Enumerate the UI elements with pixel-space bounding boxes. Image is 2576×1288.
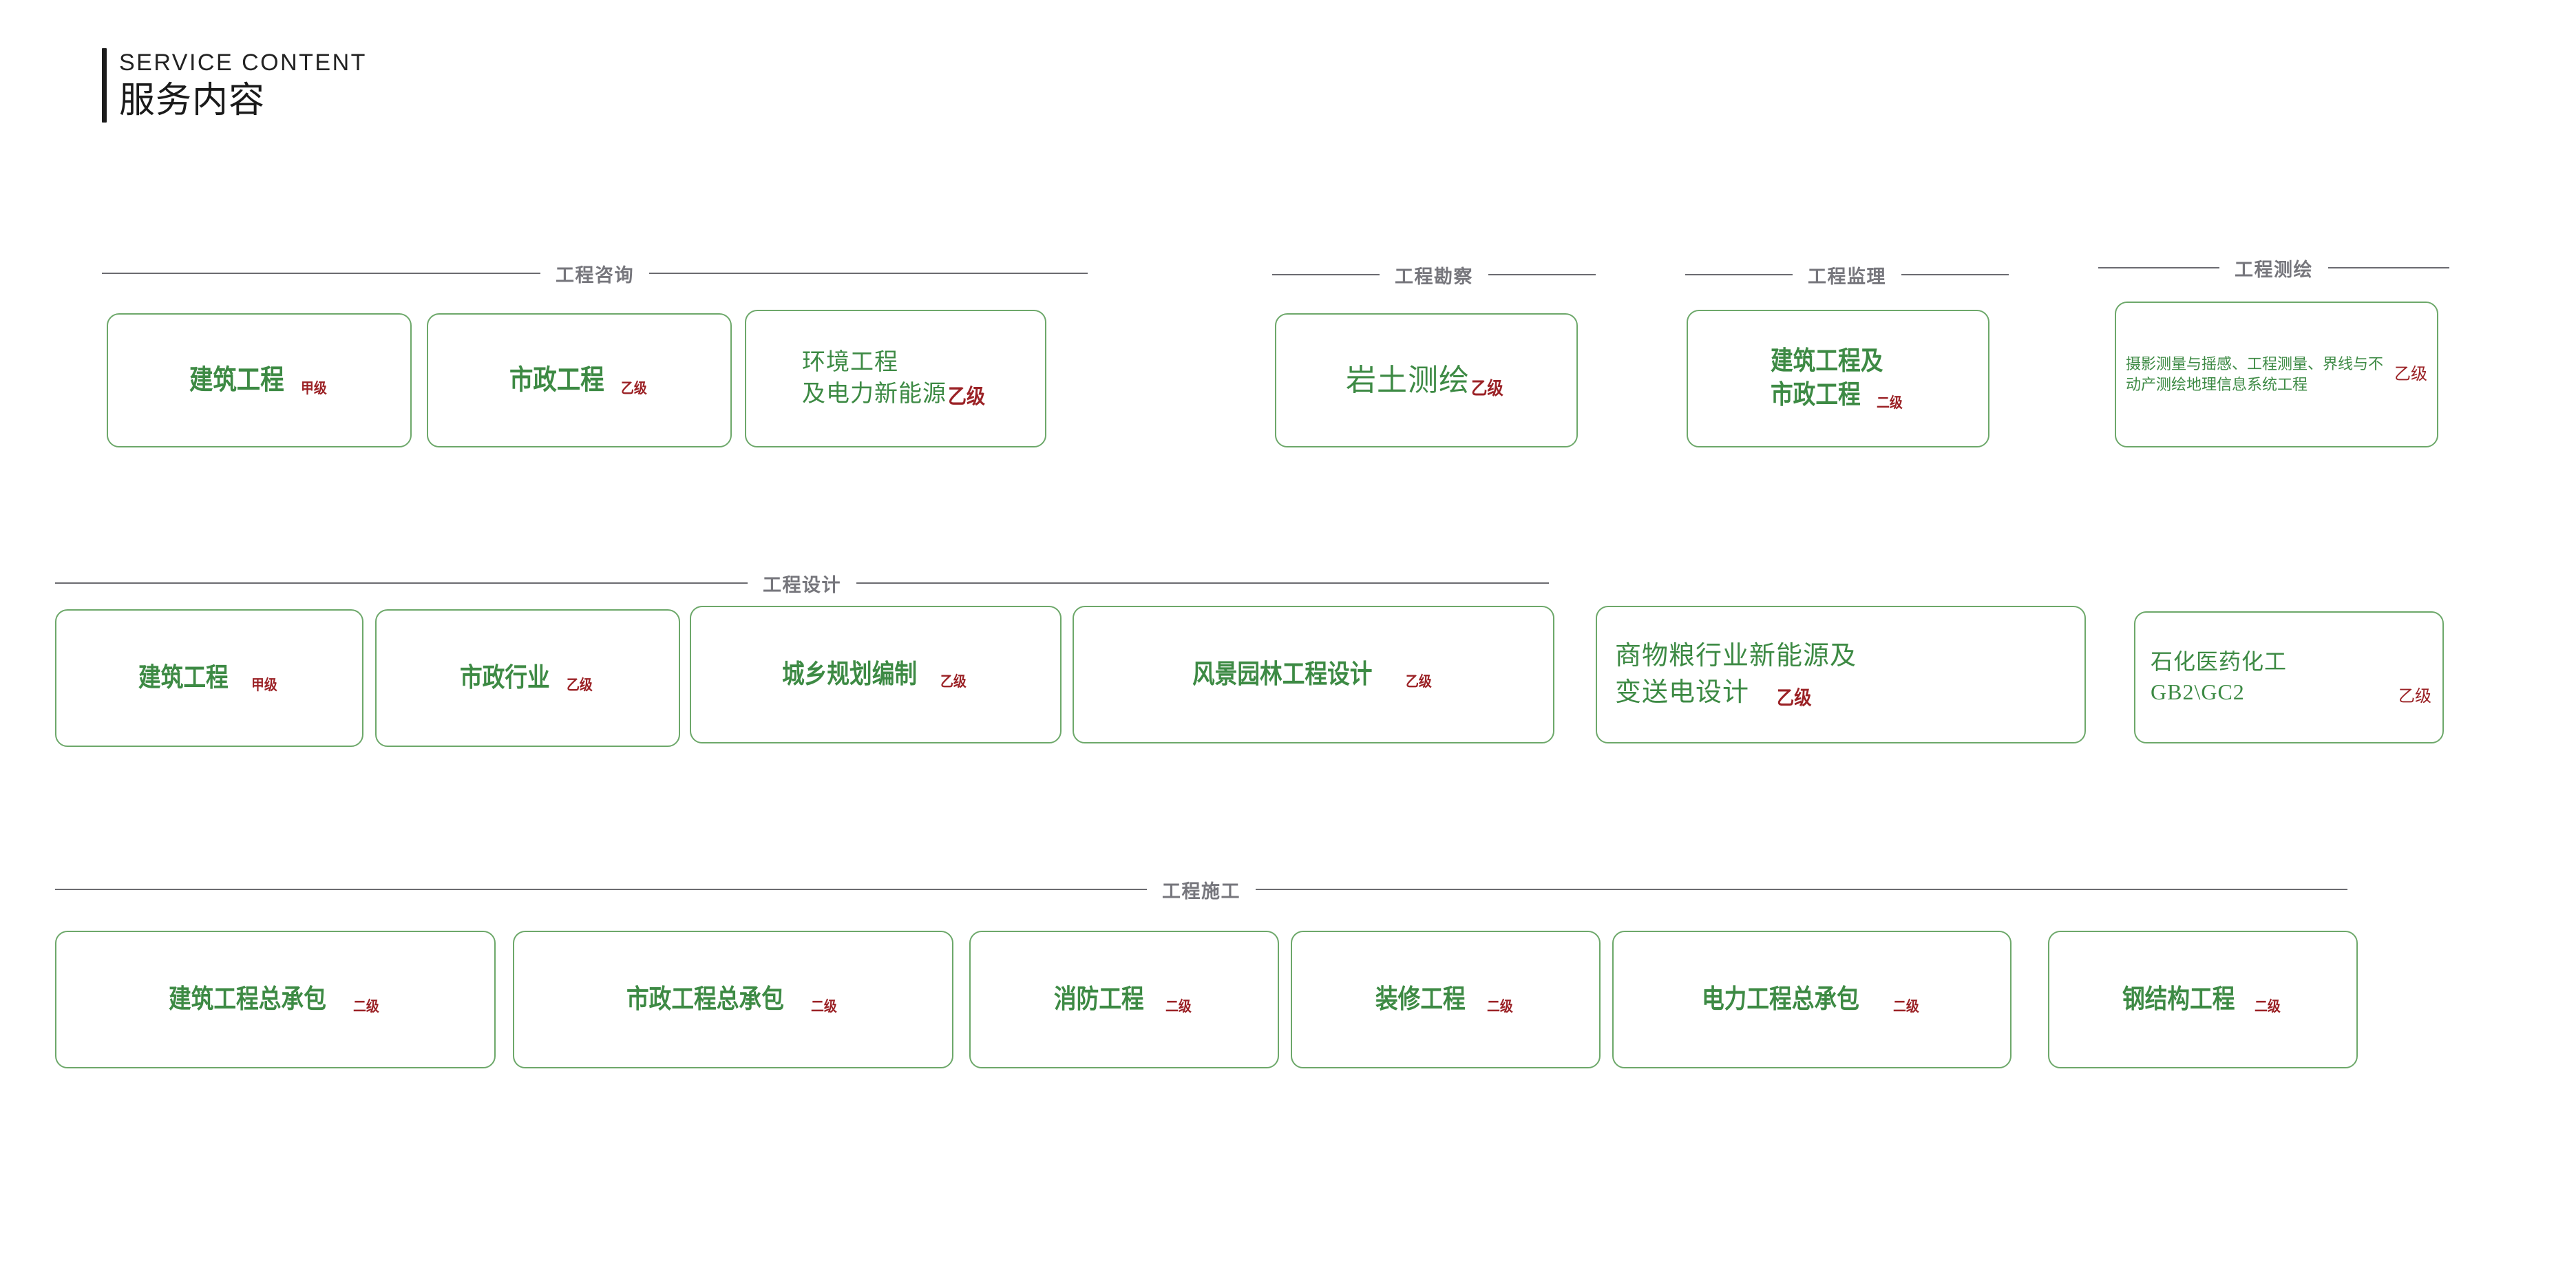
card-engineering-construction-1[interactable]: 建筑工程总承包 二级 (55, 931, 496, 1068)
card-grade-badge: 二级 (353, 999, 379, 1015)
card-engineering-survey-1[interactable]: 岩土测绘 乙级 (1275, 313, 1578, 447)
section-header-engineering-construction: 工程施工 (55, 878, 2347, 902)
card-title: 电力工程总承包 (1701, 984, 1859, 1014)
card-grade-badge: 二级 (1877, 394, 1903, 411)
card-title: 市政行业 (460, 663, 551, 693)
card-engineering-construction-4[interactable]: 装修工程 二级 (1291, 931, 1601, 1068)
section-label-engineering-consulting: 工程咨询 (556, 264, 634, 286)
divider-line-right (649, 273, 1088, 274)
header-text-block: SERVICE CONTENT 服务内容 (119, 48, 367, 123)
card-engineering-design-1[interactable]: 建筑工程 甲级 (55, 609, 363, 747)
page-title-english: SERVICE CONTENT (119, 50, 367, 76)
card-engineering-design-6[interactable]: 石化医药化工 GB2\GC2 乙级 (2134, 611, 2444, 743)
section-label-engineering-supervision: 工程监理 (1808, 266, 1886, 287)
divider-line-left (2098, 267, 2219, 268)
card-title-line1: 建筑工程及 (1770, 347, 1883, 377)
divider-line-right (856, 582, 1549, 584)
card-engineering-construction-5[interactable]: 电力工程总承包 二级 (1612, 931, 2012, 1068)
card-title-line1: 环境工程 (802, 349, 898, 375)
divider-line-left (1272, 274, 1380, 275)
card-grade-badge: 乙级 (948, 386, 985, 409)
card-engineering-design-3[interactable]: 城乡规划编制 乙级 (690, 606, 1062, 743)
page-title-chinese: 服务内容 (119, 80, 266, 120)
card-grade-badge: 二级 (2255, 999, 2281, 1015)
card-engineering-construction-6[interactable]: 钢结构工程 二级 (2048, 931, 2358, 1068)
card-engineering-construction-3[interactable]: 消防工程 二级 (969, 931, 1279, 1068)
divider-line-left (55, 582, 748, 584)
card-title-line1: 商物粮行业新能源及 (1615, 642, 1857, 671)
section-header-engineering-design: 工程设计 (55, 571, 1549, 595)
card-engineering-consulting-2[interactable]: 市政工程 乙级 (427, 313, 732, 447)
card-grade-badge: 乙级 (566, 677, 593, 694)
section-label-engineering-construction: 工程施工 (1162, 880, 1241, 902)
card-grade-badge: 乙级 (940, 674, 967, 690)
card-title: 风景园林工程设计 (1192, 659, 1373, 689)
card-title: 城乡规划编制 (781, 659, 918, 689)
card-title: 市政工程总承包 (626, 984, 784, 1014)
section-label-engineering-mapping: 工程测绘 (2235, 259, 2313, 280)
card-title: 市政工程 (509, 365, 604, 396)
card-title: 装修工程 (1375, 984, 1466, 1014)
card-engineering-mapping-1[interactable]: 摄影测量与摇感、工程测量、界线与不动产测绘地理信息系统工程 乙级 (2115, 302, 2438, 447)
divider-line-right (1901, 274, 2009, 275)
card-title: 建筑工程 (189, 365, 284, 396)
card-engineering-design-4[interactable]: 风景园林工程设计 乙级 (1073, 606, 1554, 743)
card-engineering-construction-2[interactable]: 市政工程总承包 二级 (513, 931, 953, 1068)
card-grade-badge: 二级 (1165, 999, 1192, 1015)
card-grade-badge: 乙级 (1406, 674, 1432, 690)
card-grade-badge: 乙级 (1777, 686, 1812, 708)
card-title-line2: GB2\GC2 (2151, 679, 2245, 704)
card-title-line2: 变送电设计 (1615, 678, 1750, 707)
divider-line-right (1256, 889, 2347, 890)
divider-line-right (1488, 274, 1596, 275)
card-title: 消防工程 (1053, 984, 1144, 1014)
card-engineering-consulting-3[interactable]: 环境工程 及电力新能源 乙级 (745, 310, 1046, 447)
divider-line-left (55, 889, 1147, 890)
section-label-engineering-survey: 工程勘察 (1395, 266, 1473, 287)
divider-line-left (1685, 274, 1793, 275)
card-grade-badge: 二级 (1893, 999, 1919, 1015)
card-grade-badge: 乙级 (1470, 378, 1503, 399)
section-header-engineering-supervision: 工程监理 (1685, 263, 2009, 287)
header-accent-bar (102, 48, 107, 123)
card-grade-badge: 乙级 (2398, 687, 2431, 706)
card-grade-badge: 乙级 (2394, 366, 2427, 383)
card-engineering-supervision-1[interactable]: 建筑工程及 市政工程 二级 (1687, 310, 1989, 447)
card-title-line2: 市政工程 (1770, 381, 1861, 410)
card-engineering-design-5[interactable]: 商物粮行业新能源及 变送电设计 乙级 (1596, 606, 2086, 743)
section-header-engineering-consulting: 工程咨询 (102, 262, 1088, 286)
card-grade-badge: 甲级 (300, 380, 327, 397)
card-grade-badge: 二级 (811, 999, 837, 1015)
card-title: 岩土测绘 (1345, 363, 1470, 397)
card-title: 建筑工程总承包 (168, 984, 326, 1014)
card-title: 摄影测量与摇感、工程测量、界线与不动产测绘地理信息系统工程 (2126, 355, 2384, 393)
card-grade-badge: 乙级 (620, 380, 647, 397)
card-title: 钢结构工程 (2122, 984, 2235, 1014)
card-engineering-design-2[interactable]: 市政行业 乙级 (375, 609, 680, 747)
divider-line-left (102, 273, 540, 274)
section-header-engineering-survey: 工程勘察 (1272, 263, 1596, 287)
divider-line-right (2328, 267, 2449, 268)
section-header-engineering-mapping: 工程测绘 (2098, 256, 2449, 280)
section-label-engineering-design: 工程设计 (763, 574, 841, 595)
card-engineering-consulting-1[interactable]: 建筑工程 甲级 (107, 313, 412, 447)
card-title-line2: 及电力新能源 (802, 381, 947, 407)
card-grade-badge: 二级 (1487, 999, 1513, 1015)
page-header: SERVICE CONTENT 服务内容 (102, 48, 367, 123)
card-grade-badge: 甲级 (251, 677, 277, 694)
card-title-line1: 石化医药化工 (2151, 649, 2288, 675)
card-title: 建筑工程 (138, 663, 229, 693)
